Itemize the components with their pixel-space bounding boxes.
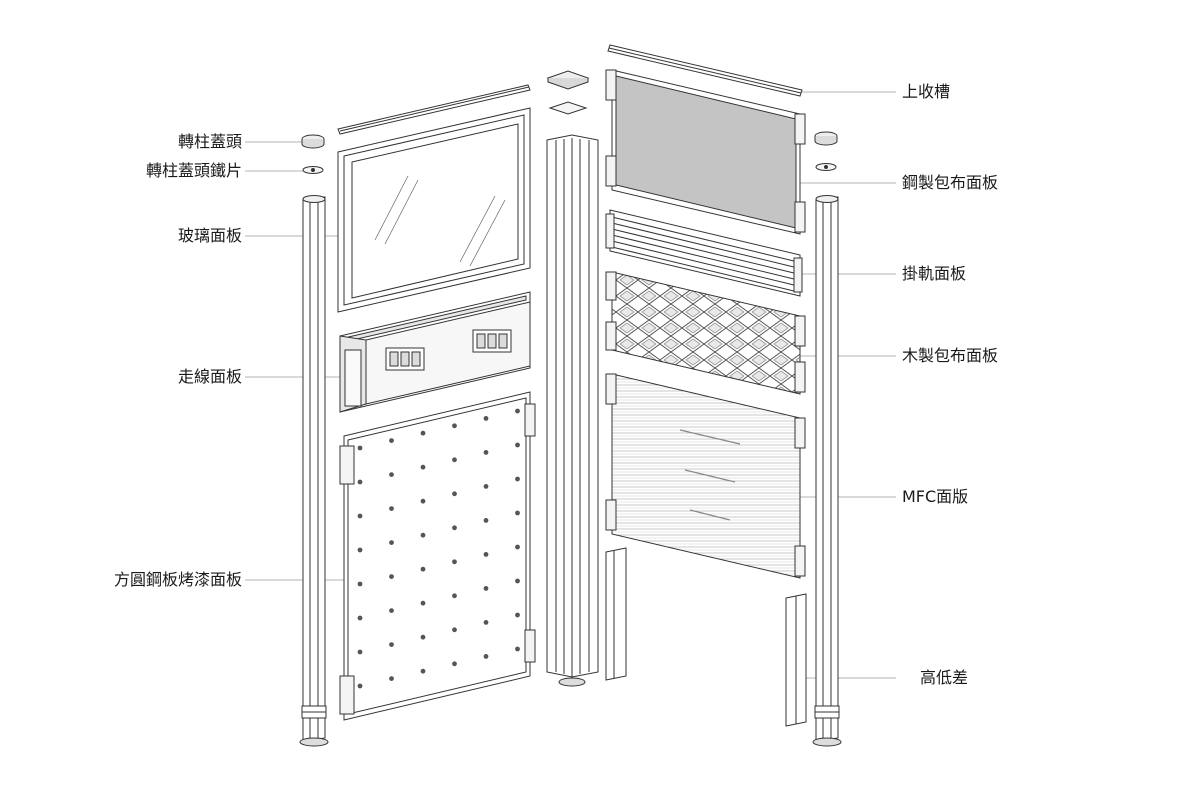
peg-hole [515, 442, 520, 448]
peg-hole [515, 646, 520, 652]
post-middle [546, 134, 599, 687]
peg-hole [515, 612, 520, 618]
steel-fabric-panel [605, 69, 806, 235]
peg-hole [389, 506, 394, 511]
peg-hole [483, 450, 489, 455]
peg-hole [357, 615, 363, 621]
peg-hole [483, 416, 489, 421]
label-rotating-post-cap-iron: 轉柱蓋頭鐵片 [145, 161, 242, 180]
peg-hole [357, 513, 363, 519]
peg-hole [357, 479, 363, 485]
peg-hole [483, 552, 489, 557]
peg-hole [357, 547, 363, 553]
peg-hole [389, 540, 394, 545]
peg-hole [420, 634, 426, 640]
label-top-channel: 上收槽 [902, 82, 951, 101]
peg-hole [420, 566, 426, 572]
rotating-post-cap-iron-left [302, 166, 324, 174]
label-wiring-panel: 走線面板 [177, 367, 242, 386]
post-left [299, 195, 329, 747]
peg-hole [389, 472, 394, 477]
perforated-holes [357, 408, 520, 689]
top-channel-right [607, 44, 803, 97]
peg-hole [515, 476, 520, 482]
peg-hole [483, 484, 489, 489]
peg-hole [389, 608, 394, 613]
peg-hole [357, 683, 363, 689]
peg-hole [452, 559, 457, 565]
wood-fabric-panel [605, 271, 806, 395]
label-steel-fabric-panel: 鋼製包布面板 [902, 173, 999, 192]
rotating-post-cap-iron-right [815, 163, 837, 171]
peg-hole [483, 586, 489, 591]
height-difference-profile-right [785, 593, 807, 727]
outlet-group-right [472, 329, 512, 353]
label-rail-panel: 掛軌面板 [902, 264, 967, 283]
peg-hole [420, 430, 426, 436]
corner-cap-iron [548, 101, 588, 115]
peg-hole [389, 642, 394, 647]
peg-hole [420, 498, 426, 504]
peg-hole [357, 649, 363, 655]
glass-panel [337, 107, 531, 313]
perforated-steel-panel [339, 391, 536, 721]
peg-hole [483, 620, 489, 625]
peg-hole [420, 532, 426, 538]
peg-hole [420, 600, 426, 606]
peg-hole [389, 574, 394, 579]
rotating-post-cap-left [301, 134, 325, 149]
peg-hole [452, 491, 457, 497]
outlet-group-left [385, 347, 425, 371]
label-wood-fabric-panel: 木製包布面板 [902, 346, 999, 365]
rail-panel [605, 209, 803, 297]
peg-hole [357, 445, 363, 451]
label-mfc-panel: MFC面版 [902, 487, 969, 506]
peg-hole [452, 593, 457, 599]
wiring-panel [339, 291, 531, 413]
label-perforated-steel-panel: 方圓鋼板烤漆面板 [113, 570, 242, 589]
peg-hole [420, 668, 426, 674]
label-glass-panel: 玻璃面板 [177, 226, 242, 245]
peg-hole [357, 581, 363, 587]
label-rotating-post-cap: 轉柱蓋頭 [177, 132, 242, 151]
post-right [812, 195, 842, 747]
peg-hole [389, 438, 394, 443]
peg-hole [515, 578, 520, 584]
peg-hole [452, 525, 457, 531]
peg-hole [515, 544, 520, 550]
mfc-panel [605, 373, 806, 579]
rotating-post-cap-right [814, 131, 838, 146]
corner-cap-top [546, 70, 590, 90]
peg-hole [420, 464, 426, 470]
peg-hole [483, 654, 489, 659]
peg-hole [389, 676, 394, 681]
height-difference-profile-left [605, 547, 627, 681]
peg-hole [515, 408, 520, 414]
peg-hole [452, 423, 457, 429]
peg-hole [452, 661, 457, 667]
peg-hole [452, 627, 457, 633]
label-height-difference: 高低差 [920, 668, 969, 687]
peg-hole [515, 510, 520, 516]
top-channel-left [337, 84, 531, 135]
peg-hole [483, 518, 489, 523]
peg-hole [452, 457, 457, 463]
